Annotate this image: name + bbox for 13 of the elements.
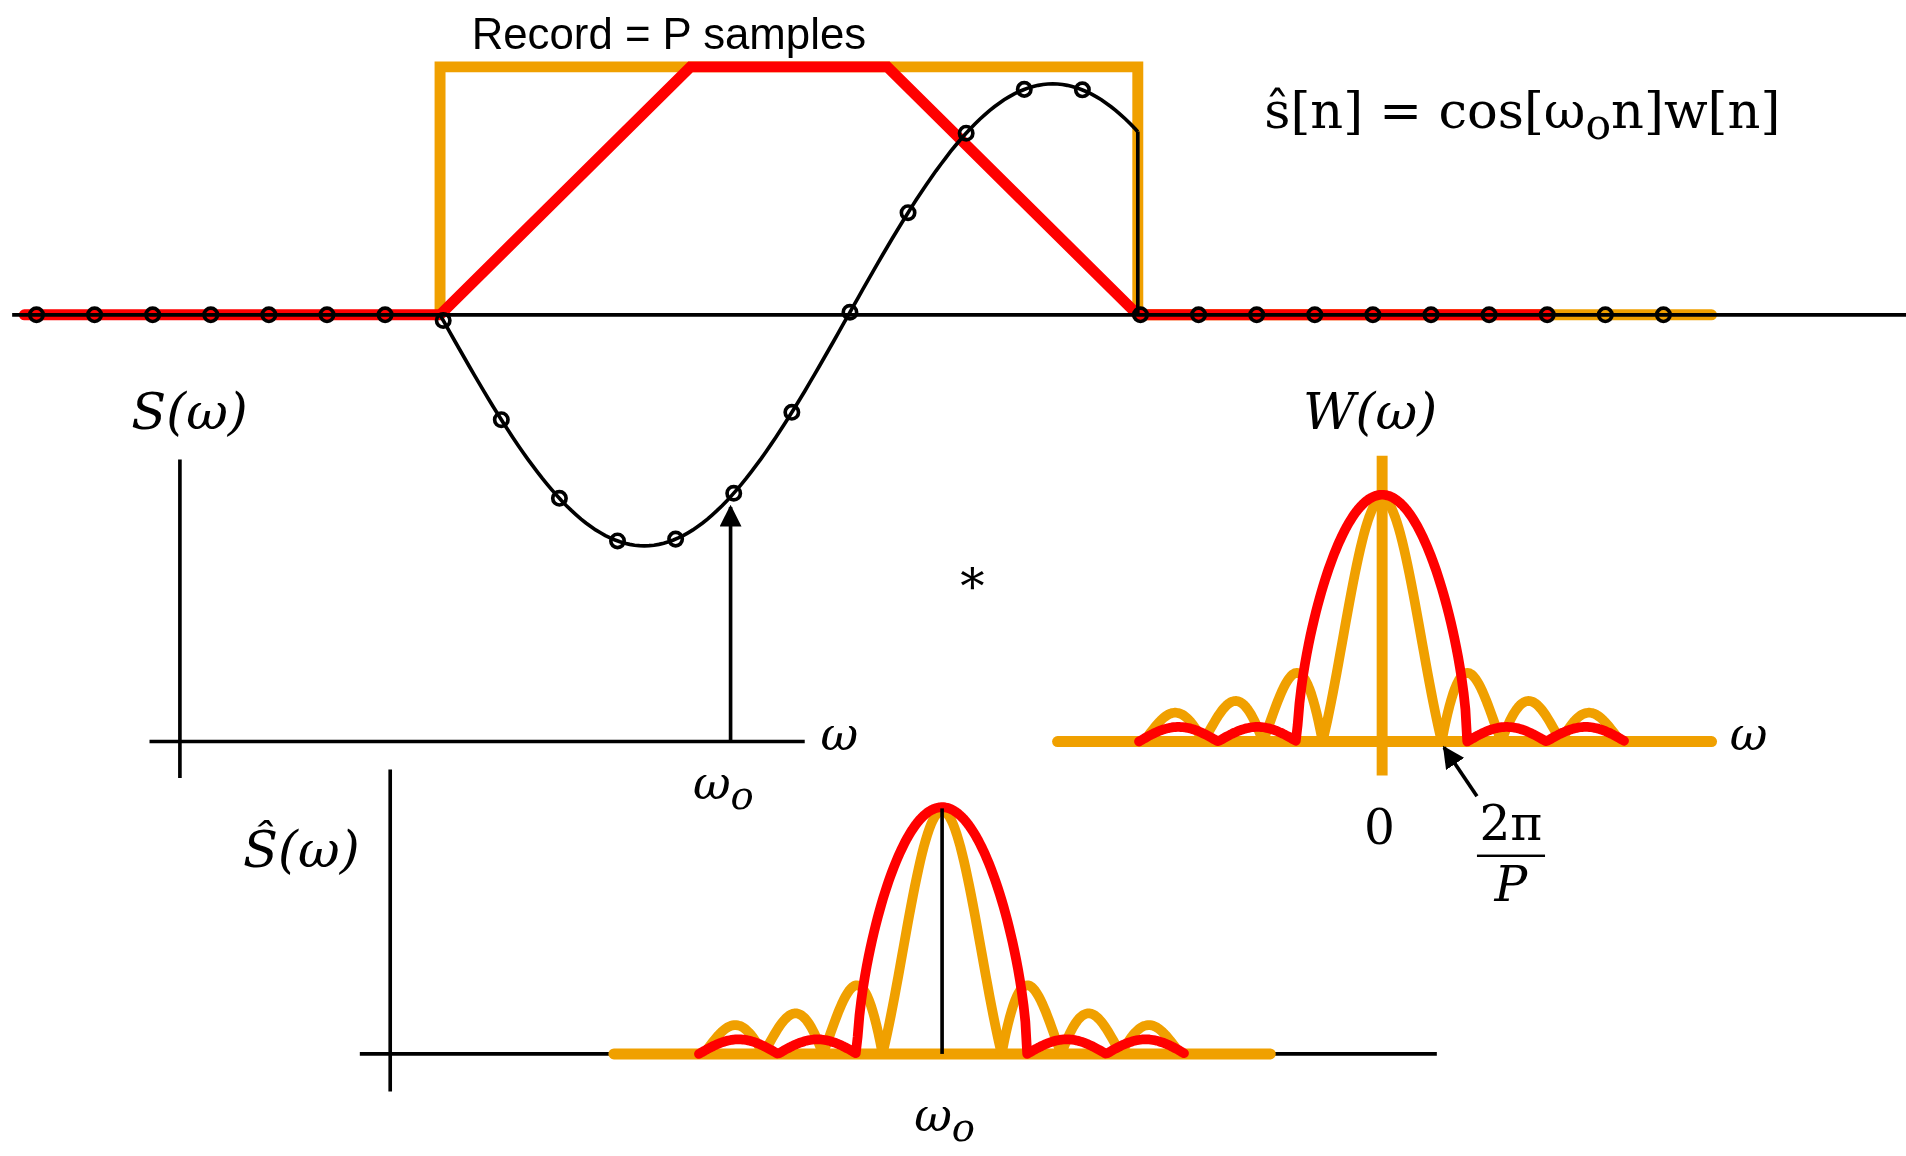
tick-label: ω$_{o}$ [692,759,754,816]
title-label: Record = P samples [471,12,867,56]
axis-label: ω [820,711,859,758]
formula: ŝ[n] = cos[ω$_{o}$n]w[n] [1264,85,1781,147]
plot-label: W(ω) [1303,386,1438,438]
convolution-sign: * [960,561,985,611]
plot-label: S(ω) [131,386,248,438]
tick-label: 0 [1363,802,1395,851]
numerator: 2π [1476,796,1545,857]
tick-label: ω$_{o}$ [914,1091,975,1148]
axis-label: ω [1729,711,1768,758]
denominator: P [1494,857,1528,911]
leader-line [1442,745,1479,798]
